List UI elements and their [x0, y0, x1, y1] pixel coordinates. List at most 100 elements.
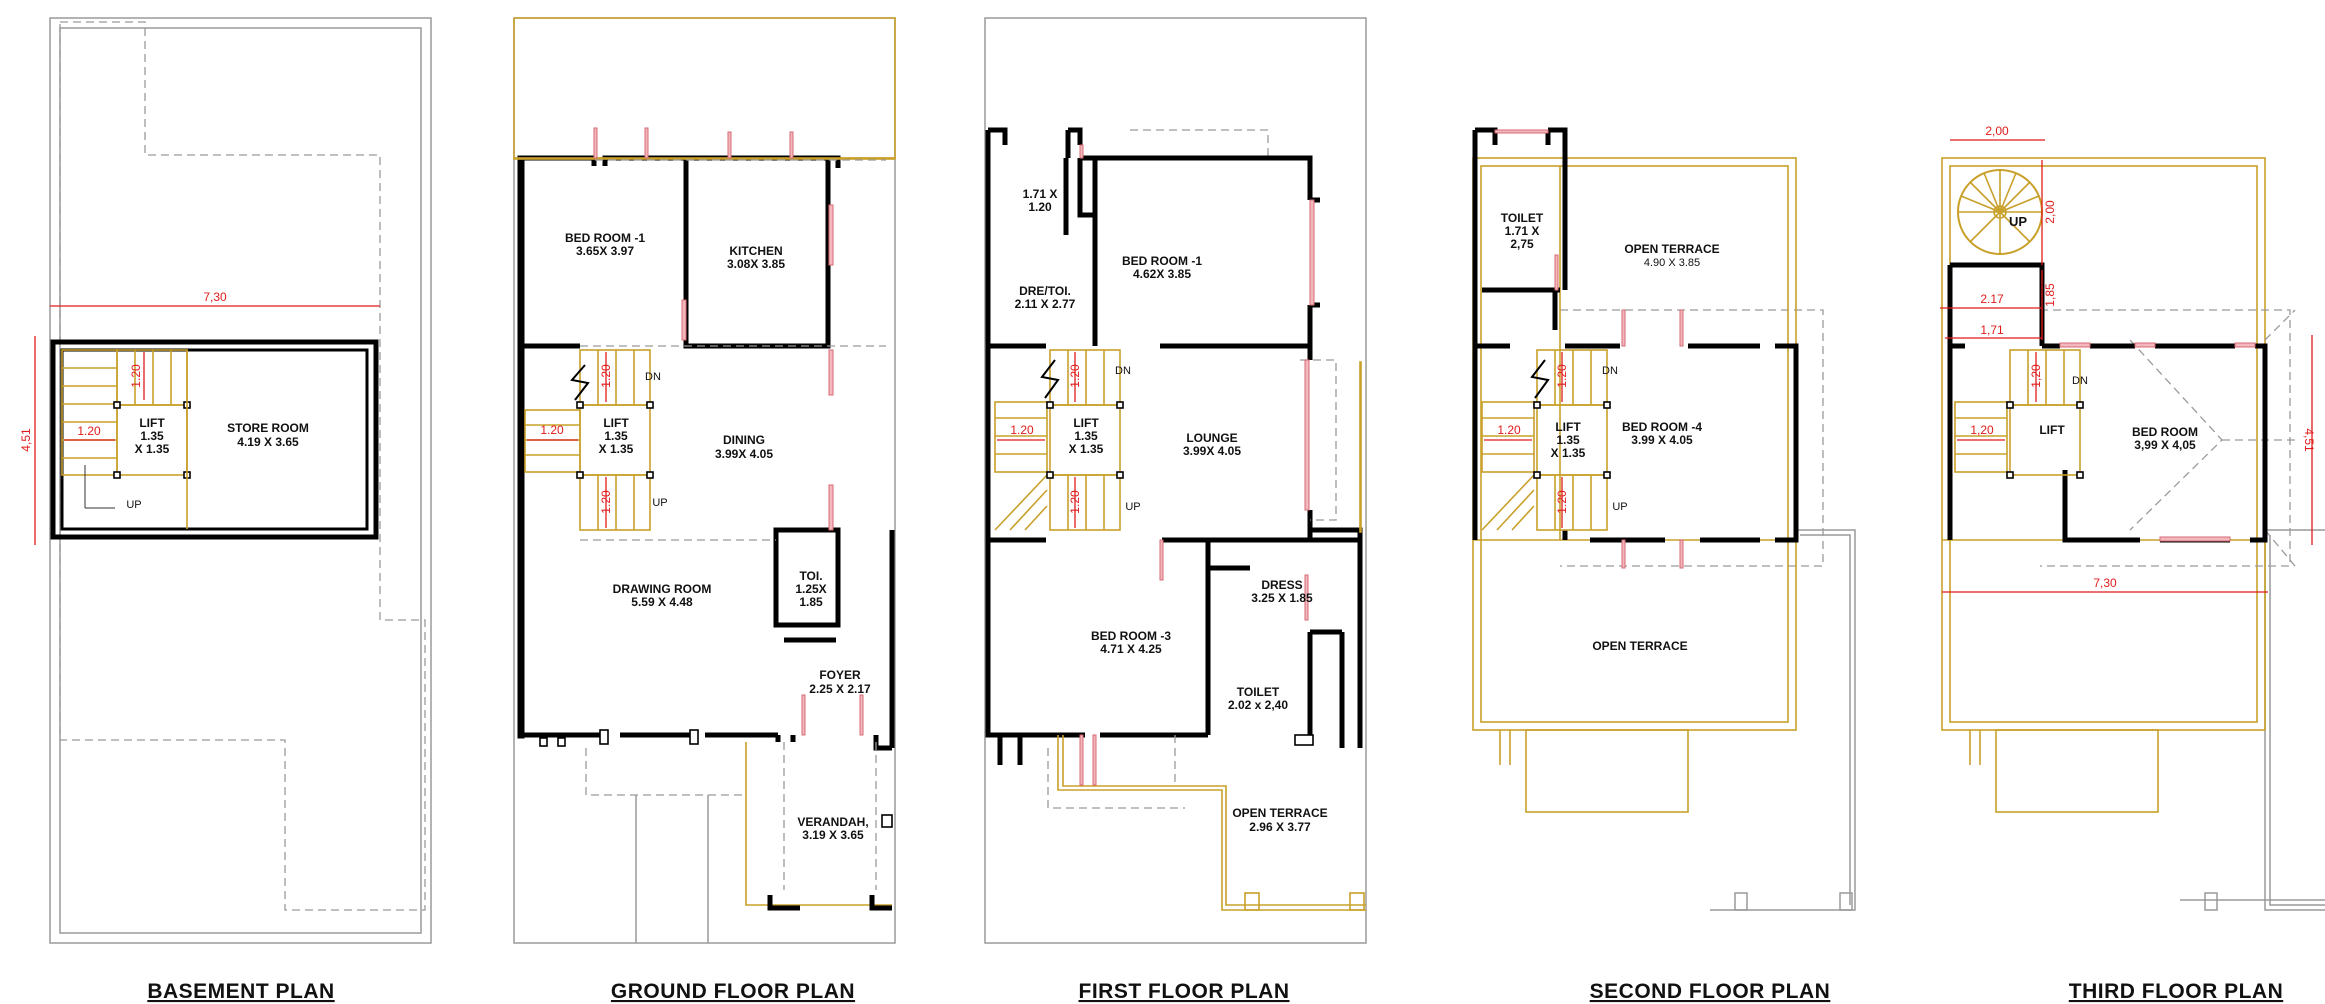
basement-width-dimension: 7,30	[203, 290, 227, 304]
basement-store-room-label: STORE ROOM	[227, 421, 309, 435]
second-lift-shaft	[1536, 404, 1608, 476]
ground-bed1-label: BED ROOM -1	[565, 231, 645, 245]
second-dim-c: 1.20	[1555, 490, 1569, 514]
third-bedroom-size: 3,99 X 4,05	[2134, 438, 2196, 452]
third-spiral-staircase	[1957, 169, 2043, 255]
first-small-room-size: 1.71 X	[1023, 187, 1058, 201]
first-lift-shaft	[1049, 404, 1121, 476]
first-bed1-label: BED ROOM -1	[1122, 254, 1202, 268]
basement-lift-label: LIFT	[139, 416, 165, 430]
second-floor-plan: TOILET 1.71 X 2,75 OPEN TERRACE 4.90 X 3…	[1472, 127, 1856, 911]
second-bed4-size: 3.99 X 4.05	[1631, 433, 1693, 447]
first-bed3-label: BED ROOM -3	[1091, 629, 1171, 643]
second-toilet-label: TOILET	[1501, 211, 1544, 225]
first-terrace-outline	[1057, 735, 1366, 911]
first-small-room-size-2: 1.20	[1028, 200, 1052, 214]
third-dim-120-horizontal: 1,20	[1970, 423, 1994, 437]
first-dim-b: 1.20	[1010, 423, 1034, 437]
first-lift-label: LIFT	[1073, 416, 1099, 430]
second-toilet-size: 1.71 X	[1505, 224, 1540, 238]
basement-landing-dimension: 1.20	[77, 424, 101, 438]
basement-stair-dimension: 1.20	[129, 364, 143, 388]
ground-bed1-size: 3.65X 3.97	[576, 244, 634, 258]
first-lift-size-2: X 1.35	[1069, 442, 1104, 456]
second-toilet-size-2: 2,75	[1510, 237, 1534, 251]
second-dim-a: 1.20	[1555, 364, 1569, 388]
ground-dining-size: 3.99X 4.05	[715, 447, 773, 461]
first-lounge-size: 3.99X 4.05	[1183, 444, 1241, 458]
basement-plan: LIFT 1.35 X 1.35 STORE ROOM 4.19 X 3.65 …	[19, 17, 432, 944]
basement-excavation-outline	[59, 21, 426, 911]
third-dim-185: 1,85	[2043, 283, 2057, 307]
ground-dn-label: DN	[645, 371, 661, 383]
ground-kitchen-label: KITCHEN	[729, 244, 782, 258]
first-plan-title: FIRST FLOOR PLAN	[1079, 980, 1290, 1003]
ground-drawing-room-size: 5.59 X 4.48	[631, 595, 693, 609]
second-terrace1-size: 4.90 X 3.85	[1644, 257, 1700, 269]
second-plan-title: SECOND FLOOR PLAN	[1590, 980, 1831, 1003]
third-dim-217: 2.17	[1980, 292, 2004, 306]
first-dress-size: 3.25 X 1.85	[1251, 591, 1313, 605]
first-bedroom3-walls	[988, 537, 1360, 738]
second-bed4-label: BED ROOM -4	[1622, 420, 1702, 434]
ground-setback-line	[514, 17, 896, 158]
ground-plan-title: GROUND FLOOR PLAN	[611, 980, 855, 1003]
first-bed1-size: 4.62X 3.85	[1133, 267, 1191, 281]
ground-verandah-size: 3.19 X 3.65	[802, 828, 864, 842]
third-bedroom-label: BED ROOM	[2132, 425, 2198, 439]
first-dre-toi-label: DRE/TOI.	[1019, 284, 1071, 298]
second-lift-size: 1.35	[1556, 433, 1580, 447]
ground-foyer-size: 2.25 X 2.17	[809, 682, 871, 696]
third-slab-outline	[1941, 157, 2266, 731]
first-terrace-size: 2.96 X 3.77	[1249, 820, 1311, 834]
second-dn-label: DN	[1602, 365, 1618, 377]
first-dress-label: DRESS	[1261, 578, 1302, 592]
second-terrace2-label: OPEN TERRACE	[1592, 639, 1687, 653]
third-lift-shaft	[2009, 404, 2081, 476]
ground-toilet-walls	[773, 527, 841, 628]
second-terrace1-label: OPEN TERRACE	[1624, 242, 1719, 256]
ground-drawing-room-label: DRAWING ROOM	[613, 582, 712, 596]
third-dim-730: 7,30	[2093, 576, 2117, 590]
second-canopy-outline	[1525, 729, 1689, 813]
third-dim-171: 1,71	[1980, 323, 2004, 337]
first-lift-size: 1.35	[1074, 429, 1098, 443]
basement-site-boundary	[49, 17, 432, 944]
ground-toilet-label: TOI.	[799, 569, 822, 583]
first-toilet-label: TOILET	[1237, 685, 1280, 699]
ground-dim-b: 1.20	[540, 423, 564, 437]
ground-lift-shaft	[579, 404, 651, 476]
basement-store-room-size: 4.19 X 3.65	[237, 435, 299, 449]
ground-lift-label: LIFT	[603, 416, 629, 430]
ground-staircase	[524, 349, 651, 531]
first-toilet-size: 2.02 x 2,40	[1228, 698, 1288, 712]
basement-outer-wall	[50, 339, 379, 540]
first-dre-toi-size: 2.11 X 2.77	[1015, 297, 1076, 311]
third-lift-label: LIFT	[2039, 423, 2065, 437]
second-staircase	[1481, 349, 1608, 531]
second-dim-b: 1.20	[1497, 423, 1521, 437]
third-dim-stair-vertical: 2,00	[2043, 200, 2057, 224]
third-dim-120-vertical: 1,20	[2029, 364, 2043, 388]
basement-up-label: UP	[126, 499, 141, 511]
first-lounge-label: LOUNGE	[1186, 431, 1237, 445]
ground-verandah-label: VERANDAH,	[797, 815, 868, 829]
second-bedroom-walls	[1562, 343, 1799, 543]
ground-foyer-label: FOYER	[819, 668, 861, 682]
third-dim-451: 4,51	[2302, 428, 2316, 452]
ground-outer-walls	[517, 155, 841, 742]
first-staircase	[994, 349, 1121, 531]
second-lift-size-2: X 1.35	[1551, 446, 1586, 460]
second-toilet-walls	[1472, 127, 1568, 540]
ground-dining-label: DINING	[723, 433, 765, 447]
first-dim-c: 1.20	[1068, 490, 1082, 514]
third-floor-plan: UP LIFT BED ROOM 3,99 X 4,05 DN 2,00 2,0…	[1940, 124, 2325, 911]
first-bed3-size: 4.71 X 4.25	[1100, 642, 1162, 656]
second-lift-label: LIFT	[1555, 420, 1581, 434]
ground-dim-a: 1.20	[599, 364, 613, 388]
ground-toilet-size-2: 1.85	[799, 595, 823, 609]
first-outer-walls	[985, 127, 1313, 738]
third-dim-top: 2,00	[1985, 124, 2009, 138]
first-dn-label: DN	[1115, 365, 1131, 377]
